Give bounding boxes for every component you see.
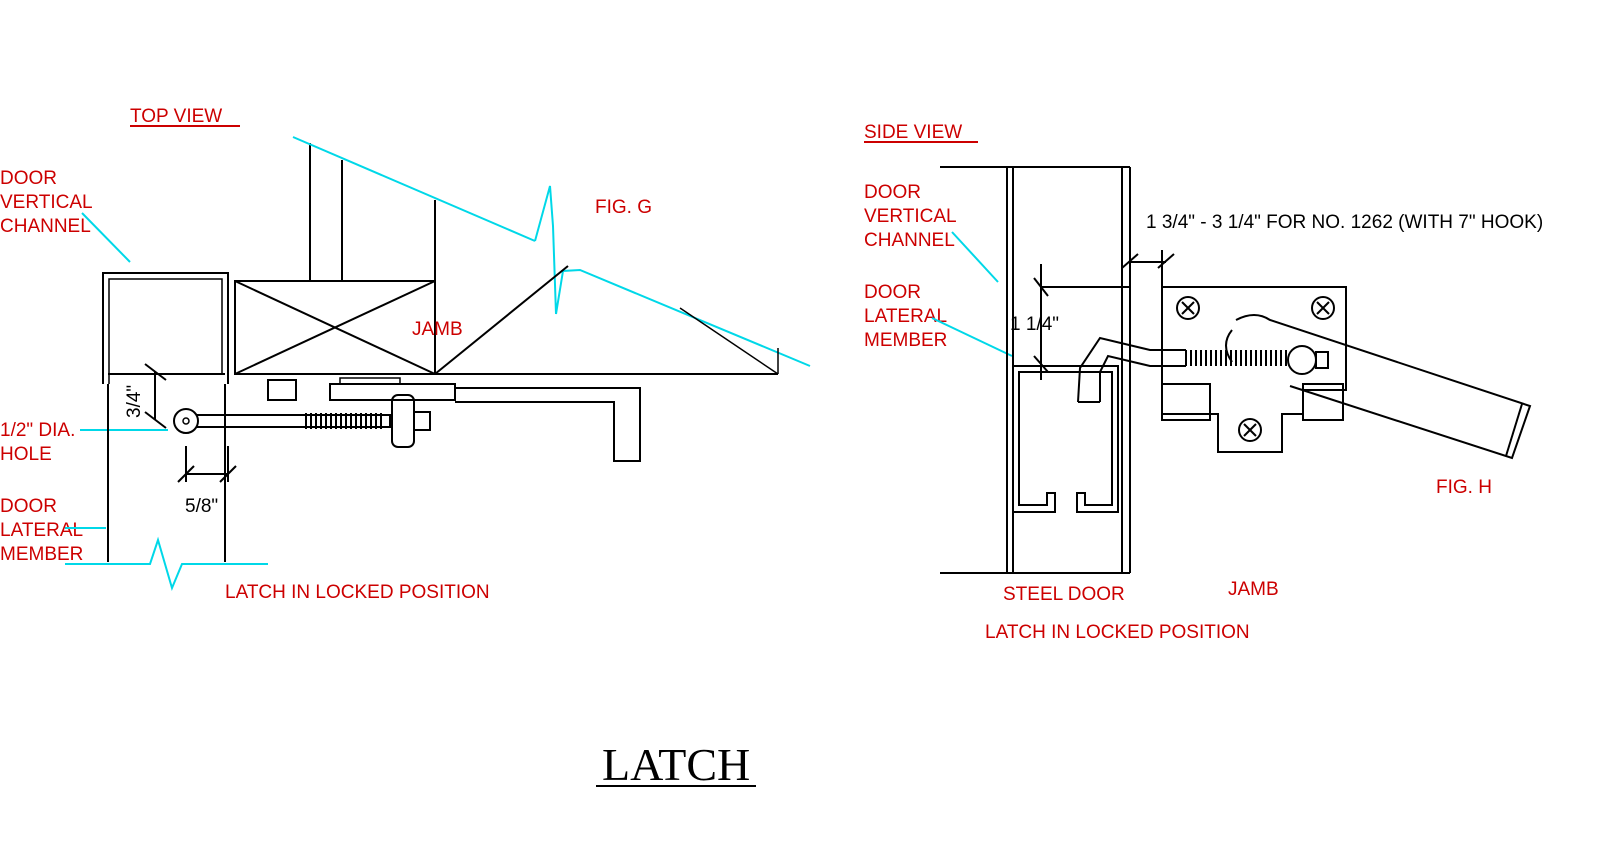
side-lateral-leader — [931, 317, 1013, 357]
top-rod-thread — [305, 413, 382, 429]
top-view: TOP VIEW FIG. G DOOR VERTICAL CHANNEL 1/… — [0, 106, 811, 603]
top-door-lateral-member-2: LATERAL — [0, 520, 83, 541]
fig-h-label: FIG. H — [1436, 477, 1492, 498]
dim-3-4: 3/4" — [124, 385, 145, 418]
screw-bottom — [1238, 418, 1262, 442]
side-door-vertical-channel-1: DOOR — [864, 182, 921, 203]
side-view: SIDE VIEW FIG. H DOOR VERTICAL CHANNEL D… — [864, 122, 1543, 643]
side-jamb-label: JAMB — [1228, 579, 1279, 600]
fig-g-label: FIG. G — [595, 197, 652, 218]
top-break-line — [65, 536, 268, 591]
top-view-caption: LATCH IN LOCKED POSITION — [225, 582, 490, 603]
side-door-lateral-member-1: DOOR — [864, 282, 921, 303]
side-door-vertical-channel-3: CHANNEL — [864, 230, 955, 251]
top-door-lateral-member-1: DOOR — [0, 496, 57, 517]
top-jamb-label: JAMB — [412, 319, 463, 340]
top-door-lateral-member-3: MEMBER — [0, 544, 83, 565]
side-rod-thread — [1185, 350, 1287, 366]
screw-top-left — [1176, 296, 1200, 320]
screw-top-right — [1311, 296, 1335, 320]
steel-door-label: STEEL DOOR — [1003, 584, 1125, 605]
hole-label-1: 1/2" DIA. — [0, 420, 75, 441]
dim-5-8: 5/8" — [185, 496, 218, 517]
top-view-heading: TOP VIEW — [130, 106, 222, 127]
side-view-caption: LATCH IN LOCKED POSITION — [985, 622, 1250, 643]
side-dim-1-1-4: 1 1/4" — [1010, 314, 1059, 335]
side-view-heading: SIDE VIEW — [864, 122, 962, 143]
side-channel-leader — [951, 231, 999, 283]
hole-label-2: HOLE — [0, 444, 52, 465]
top-door-vertical-channel-2: VERTICAL — [0, 192, 93, 213]
side-door-lateral-member-2: LATERAL — [864, 306, 947, 327]
top-channel-leader — [81, 212, 131, 263]
top-door-vertical-channel-1: DOOR — [0, 168, 57, 189]
side-door-vertical-channel-2: VERTICAL — [864, 206, 957, 227]
side-dim-range: 1 3/4" - 3 1/4" FOR NO. 1262 (WITH 7" HO… — [1146, 212, 1543, 233]
side-door-lateral-member-3: MEMBER — [864, 330, 947, 351]
top-door-vertical-channel-3: CHANNEL — [0, 216, 91, 237]
drawing-title: LATCH — [602, 739, 750, 790]
